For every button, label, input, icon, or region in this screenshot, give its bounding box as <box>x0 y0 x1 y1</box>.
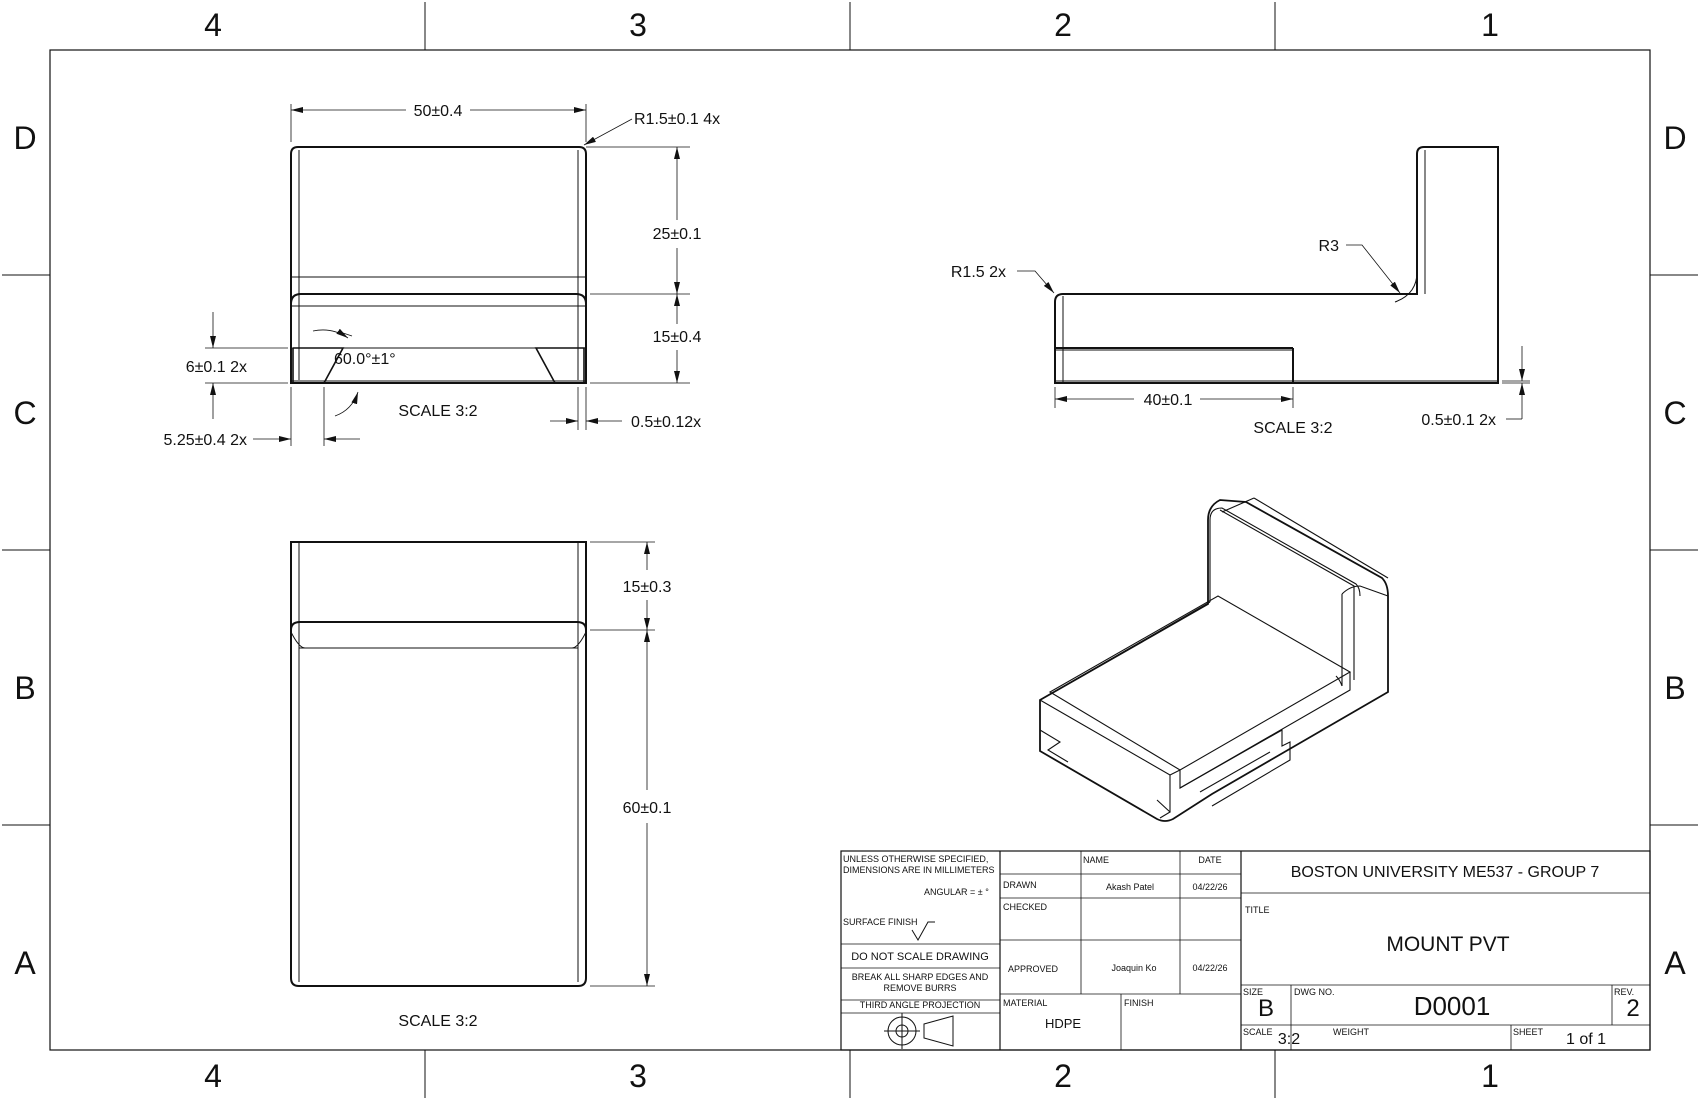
dim-front-width: 50±0.4 <box>414 103 463 120</box>
tb-projection: THIRD ANGLE PROJECTION <box>860 1000 981 1010</box>
zone-right-c: C <box>1663 395 1686 431</box>
dim-top-length: 60±0.1 <box>623 800 672 817</box>
tb-drawn-label: DRAWN <box>1003 880 1037 890</box>
top-view: 15±0.3 60±0.1 SCALE 3:2 <box>290 541 672 1030</box>
tb-dwg-no: D0001 <box>1414 991 1491 1021</box>
tb-material-label: MATERIAL <box>1003 998 1047 1008</box>
tb-size-label: SIZE <box>1243 987 1263 997</box>
isometric-view <box>1039 497 1389 822</box>
dim-front-radius: R1.5±0.1 4x <box>634 111 720 128</box>
front-view: 50±0.4 R1.5±0.1 4x 25±0.1 15±0.4 6±0.1 2… <box>163 103 720 449</box>
zone-top-3: 3 <box>629 7 647 43</box>
tb-weight-label: WEIGHT <box>1333 1027 1369 1037</box>
dim-front-height-top: 25±0.1 <box>653 226 702 243</box>
tb-scale: 3:2 <box>1278 1031 1300 1048</box>
zone-left-d: D <box>13 120 36 156</box>
tb-break-edges-1: BREAK ALL SHARP EDGES AND <box>852 972 989 982</box>
top-view-scale: SCALE 3:2 <box>398 1013 477 1030</box>
tb-surface-finish: SURFACE FINISH <box>843 917 918 927</box>
zone-left-b: B <box>14 670 35 706</box>
tb-size: B <box>1258 995 1274 1022</box>
dim-front-slot-offset: 5.25±0.4 2x <box>163 432 247 449</box>
tb-break-edges-2: REMOVE BURRS <box>883 983 956 993</box>
tb-approved-date: 04/22/26 <box>1192 963 1227 973</box>
zone-left-c: C <box>13 395 36 431</box>
surface-finish-icon <box>911 921 935 941</box>
tb-unless-specified: UNLESS OTHERWISE SPECIFIED, <box>843 854 988 864</box>
dim-side-radius-small: R1.5 2x <box>951 264 1006 281</box>
title-block: UNLESS OTHERWISE SPECIFIED, DIMENSIONS A… <box>840 850 1651 1051</box>
tb-rev: 2 <box>1626 995 1639 1022</box>
tb-material: HDPE <box>1045 1016 1081 1031</box>
side-view: R1.5 2x R3 40±0.1 0.5±0.1 2x SCALE 3:2 <box>951 146 1530 437</box>
dim-side-lip: 0.5±0.1 2x <box>1421 412 1496 429</box>
tb-title: MOUNT PVT <box>1386 933 1509 956</box>
dim-top-section: 15±0.3 <box>623 579 672 596</box>
zone-bottom-3: 3 <box>629 1058 647 1094</box>
tb-col-date: DATE <box>1198 855 1221 865</box>
tb-approved-name: Joaquin Ko <box>1111 963 1156 973</box>
zone-right-a: A <box>1664 945 1686 981</box>
tb-checked-label: CHECKED <box>1003 902 1048 912</box>
tb-approved-label: APPROVED <box>1008 964 1059 974</box>
zone-right-d: D <box>1663 120 1686 156</box>
tb-sheet-label: SHEET <box>1513 1027 1544 1037</box>
zone-top-1: 1 <box>1481 7 1499 43</box>
dim-front-angle: 60.0°±1° <box>334 351 396 368</box>
tb-finish-label: FINISH <box>1124 998 1154 1008</box>
tb-organization: BOSTON UNIVERSITY ME537 - GROUP 7 <box>1291 864 1600 881</box>
tb-col-name: NAME <box>1083 855 1109 865</box>
front-view-scale: SCALE 3:2 <box>398 403 477 420</box>
tb-dwg-label: DWG NO. <box>1294 987 1335 997</box>
zone-top-4: 4 <box>204 7 222 43</box>
tb-drawn-name: Akash Patel <box>1106 882 1154 892</box>
zone-top-2: 2 <box>1054 7 1072 43</box>
tb-rev-label: REV. <box>1614 987 1634 997</box>
zone-labels: 4 3 2 1 4 3 2 1 D C B A D C B A <box>13 7 1686 1094</box>
tb-title-label: TITLE <box>1245 905 1270 915</box>
tb-angular: ANGULAR = ± ° <box>924 887 989 897</box>
zone-left-a: A <box>14 945 36 981</box>
zone-right-b: B <box>1664 670 1685 706</box>
tb-sheet: 1 of 1 <box>1566 1031 1606 1048</box>
zone-bottom-1: 1 <box>1481 1058 1499 1094</box>
tb-drawn-date: 04/22/26 <box>1192 882 1227 892</box>
dim-front-height-mid: 15±0.4 <box>653 329 702 346</box>
dim-front-lip: 0.5±0.12x <box>631 414 701 431</box>
tb-do-not-scale: DO NOT SCALE DRAWING <box>851 951 989 963</box>
tb-scale-label: SCALE <box>1243 1027 1273 1037</box>
tb-dimensions-mm: DIMENSIONS ARE IN MILLIMETERS <box>843 865 995 875</box>
zone-bottom-2: 2 <box>1054 1058 1072 1094</box>
dim-side-length: 40±0.1 <box>1144 392 1193 409</box>
third-angle-projection-icon <box>884 1013 954 1049</box>
zone-bottom-4: 4 <box>204 1058 222 1094</box>
dim-front-slot-depth: 6±0.1 2x <box>186 359 247 376</box>
side-view-scale: SCALE 3:2 <box>1253 420 1332 437</box>
dim-side-radius-large: R3 <box>1319 238 1340 255</box>
